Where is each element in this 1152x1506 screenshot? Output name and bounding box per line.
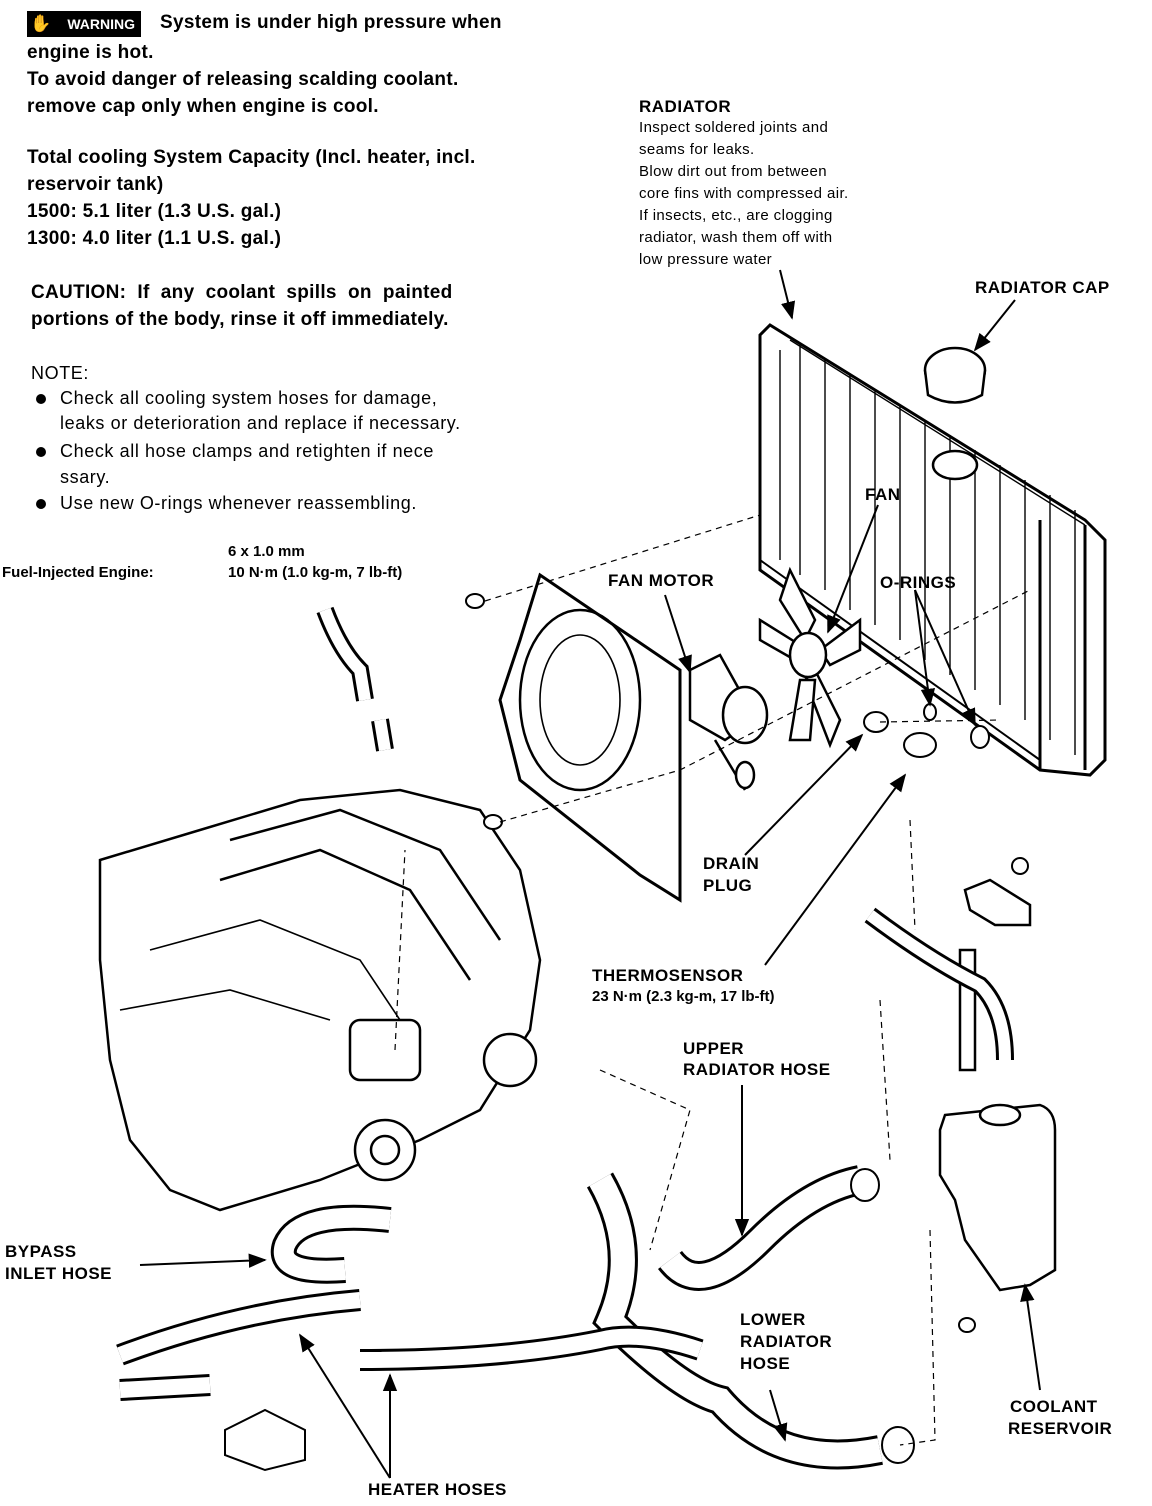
fan-shroud-drawing [498, 572, 682, 903]
note-item-3: Use new O-rings whenever reassembling. [36, 490, 417, 517]
note-item-2-cont: ssary. [60, 467, 111, 487]
bullet-icon [36, 499, 46, 510]
note-item-1-cont: leaks or deterioration and replace if ne… [60, 413, 461, 433]
radiator-cap-drawing [923, 346, 987, 481]
label-inlet-hose: INLET HOSE [5, 1264, 113, 1283]
bullet-icon [36, 394, 46, 405]
radiator-line-6: radiator, wash them off with [639, 229, 833, 246]
capacity-line-2: reservoir tank) [27, 174, 164, 195]
label-thermosensor-torque: 23 N·m (2.3 kg-m, 17 lb-ft) [592, 988, 775, 1005]
radiator-line-5: If insects, etc., are clogging [639, 207, 833, 224]
label-heater-hoses: HEATER HOSES [368, 1480, 507, 1499]
label-radiator-hose: RADIATOR HOSE [683, 1060, 831, 1079]
small-parts-drawing [224, 593, 1029, 1472]
radiator-drawing [758, 323, 1107, 777]
label-reservoir: RESERVOIR [1008, 1419, 1113, 1438]
fan-motor-drawing [688, 653, 769, 791]
radiator-line-4: core fins with compressed air. [639, 185, 849, 202]
warning-badge: ✋ WARNING [27, 11, 141, 37]
note-title: NOTE: [31, 363, 90, 383]
caution-line-1: CAUTION: If any coolant spills on painte… [31, 282, 453, 303]
radiator-line-1: Inspect soldered joints and [639, 119, 829, 136]
fuel-injected-torque: 10 N·m (1.0 kg-m, 7 lb-ft) [228, 564, 403, 581]
warning-line-2: engine is hot. [27, 42, 154, 63]
radiator-line-3: Blow dirt out from between [639, 163, 827, 180]
radiator-line-2: seams for leaks. [639, 141, 755, 158]
alignment-lines [394, 514, 1031, 1446]
capacity-line-3: 1500: 5.1 liter (1.3 U.S. gal.) [27, 201, 282, 222]
bolt-size: 6 x 1.0 mm [228, 543, 305, 560]
label-lower: LOWER [740, 1310, 806, 1329]
label-bypass: BYPASS [5, 1242, 77, 1261]
label-drain: DRAIN [703, 854, 760, 873]
warning-line-4: remove cap only when engine is cool. [27, 96, 379, 117]
capacity-line-1: Total cooling System Capacity (Incl. hea… [27, 147, 476, 168]
coolant-reservoir-drawing [938, 878, 1057, 1292]
caution-line-2: portions of the body, rinse it off immed… [31, 309, 449, 330]
bullet-icon [36, 447, 46, 458]
warning-line-1: System is under high pressure when [160, 12, 502, 33]
label-radiator-cap: RADIATOR CAP [975, 278, 1110, 297]
note-item-1: Check all cooling system hoses for damag… [36, 385, 437, 412]
fan-blade-drawing [758, 566, 862, 749]
leader-arrows [139, 269, 1041, 1479]
note-item-2: Check all hose clamps and retighten if n… [36, 438, 434, 465]
label-o-rings: O-RINGS [880, 573, 957, 592]
fuel-injected-label: Fuel-Injected Engine: [2, 564, 154, 581]
label-lower-radiator: RADIATOR [740, 1332, 833, 1351]
engine-block-drawing [98, 788, 542, 1212]
label-thermosensor: THERMOSENSOR [592, 966, 744, 985]
label-fan-motor: FAN MOTOR [608, 571, 715, 590]
label-lower-hose: HOSE [740, 1354, 791, 1373]
label-coolant: COOLANT [1010, 1397, 1098, 1416]
warning-line-3: To avoid danger of releasing scalding co… [27, 69, 459, 90]
capacity-line-4: 1300: 4.0 liter (1.1 U.S. gal.) [27, 228, 282, 249]
radiator-line-7: low pressure water [639, 251, 773, 268]
label-upper: UPPER [683, 1039, 745, 1058]
hand-icon: ✋ [30, 14, 52, 33]
warning-badge-label: WARNING [67, 16, 135, 32]
radiator-title: RADIATOR [639, 97, 732, 116]
label-fan: FAN [865, 485, 901, 504]
hoses-drawing [116, 606, 1014, 1470]
label-plug: PLUG [703, 876, 753, 895]
